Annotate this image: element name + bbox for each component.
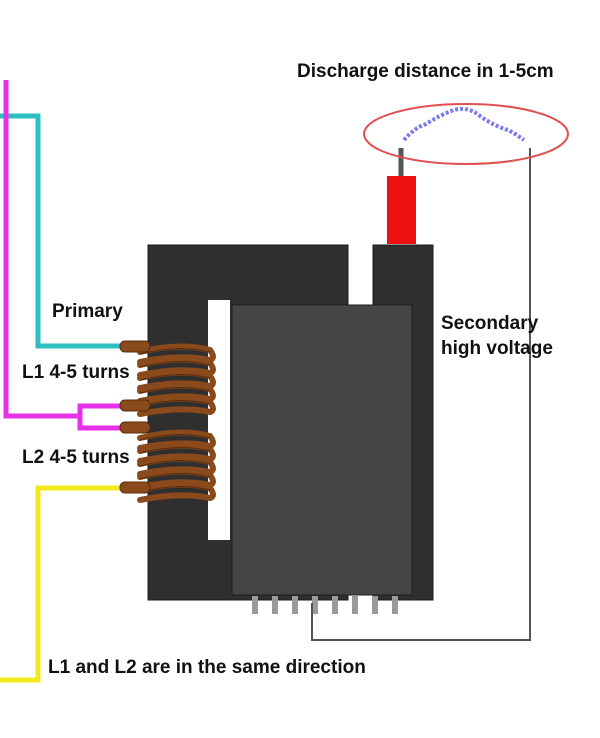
core-slot [208,300,230,540]
primary-label: Primary [52,301,123,322]
pin [332,596,338,614]
lead-l2-bottom [119,481,151,494]
pin [392,596,398,614]
discharge-ellipse [363,103,569,165]
lead-l1-bottom [119,399,151,412]
yellow-wire [0,485,128,683]
lead-l1-top [119,340,151,353]
hv-cap [387,176,416,244]
cyan-wire [0,113,128,349]
coil-l2 [137,429,216,503]
secondary-label-line2: high voltage [441,338,553,359]
spark-gap-icon [402,106,526,142]
coil-turn-shadow [139,472,211,480]
pin [352,596,358,614]
discharge-label: Discharge distance in 1-5cm [297,61,554,82]
pin [372,596,378,614]
lead-l2-top [119,421,151,434]
coil-turn-shadow [139,433,211,441]
magenta-wire-bridge [77,416,128,431]
direction-note: L1 and L2 are in the same direction [48,657,366,678]
l1-label: L1 4-5 turns [22,362,130,383]
pin [252,596,258,614]
coil-turn-shadow [139,386,211,394]
coil-turn-shadow [139,373,211,381]
pin [292,596,298,614]
coil-l1 [137,343,216,417]
secondary-label: Secondary [441,313,539,334]
coil-turn-shadow [139,347,211,355]
pin-row [252,596,398,614]
pin [272,596,278,614]
pin [312,596,318,614]
coil-turn [137,395,216,417]
coil-turn-shadow [139,459,211,467]
l2-label: L2 4-5 turns [22,447,130,468]
coil-turn-shadow [139,446,211,454]
coil-turn [137,481,216,503]
hv-return-wire [311,148,531,641]
coil-turn-shadow [139,360,211,368]
secondary-winding-block [231,304,413,596]
